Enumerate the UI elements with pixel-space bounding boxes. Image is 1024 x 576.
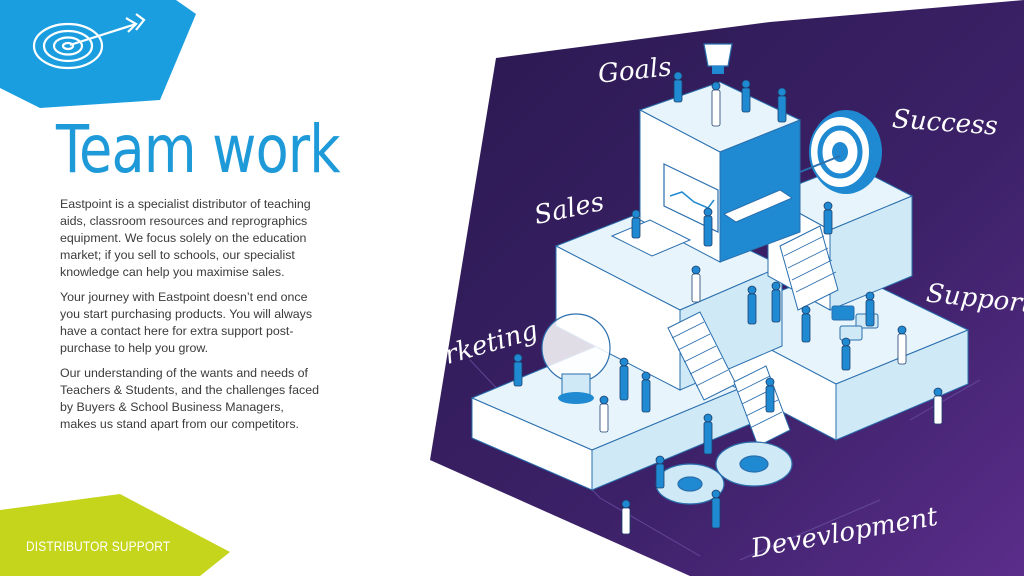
sales-chart-board-icon <box>663 163 719 233</box>
badge-bottom <box>0 494 230 576</box>
people-figures <box>513 71 943 535</box>
page-title: Team work <box>56 111 341 188</box>
target-arrow-icon <box>32 13 146 70</box>
trophy-icon <box>703 43 733 74</box>
paragraph-intro: Eastpoint is a specialist distributor of… <box>60 197 311 279</box>
badge-top <box>0 0 196 108</box>
paragraph-understanding: Our understanding of the wants and needs… <box>60 366 319 431</box>
stairs <box>667 189 839 447</box>
success-block <box>766 163 914 311</box>
isometric-illustration <box>469 43 981 561</box>
gears-icon <box>655 441 793 505</box>
success-target-icon <box>799 110 882 194</box>
body-text: Eastpoint is a specialist distributor of… <box>60 196 320 441</box>
paragraph-journey: Your journey with Eastpoint doesn’t end … <box>60 290 313 355</box>
distributor-support-label: DISTRIBUTOR SUPPORT <box>26 538 171 554</box>
lightbulb-icon <box>541 313 611 404</box>
